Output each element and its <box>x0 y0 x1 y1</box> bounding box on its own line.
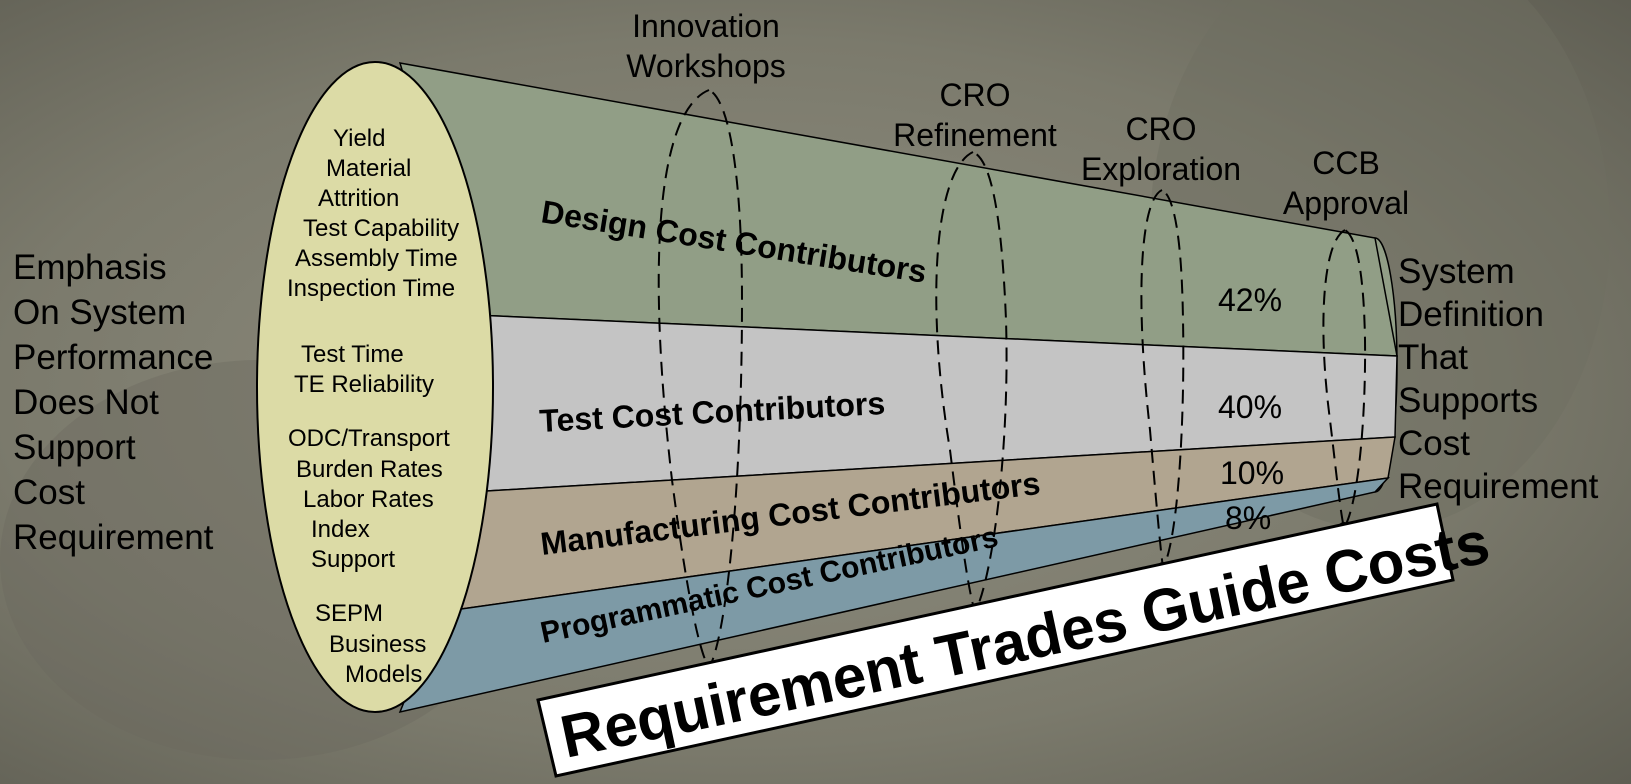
funnel-mouth-ellipse <box>256 61 494 713</box>
contributor-item: Business <box>329 631 426 658</box>
left-caption-line: On System <box>13 293 186 332</box>
left-caption-line: Emphasis <box>13 248 167 287</box>
phase-label-cro-refinement: Refinement <box>893 117 1057 153</box>
phase-loop-ccb-approval <box>1322 228 1367 531</box>
contributor-item: Labor Rates <box>303 486 434 513</box>
phase-label-ccb-approval: CCB <box>1312 145 1380 181</box>
percent-programmatic: 8% <box>1225 500 1271 536</box>
contributor-item: Yield <box>333 125 385 152</box>
contributor-item: ODC/Transport <box>288 425 450 452</box>
contributor-item: Index <box>311 516 370 543</box>
phase-label-cro-exploration: Exploration <box>1081 151 1241 187</box>
contributor-item: Models <box>345 661 422 688</box>
right-caption-line: System <box>1398 252 1515 291</box>
contributor-item: Test Capability <box>303 215 459 242</box>
right-caption-line: Definition <box>1398 295 1544 334</box>
right-caption-line: Requirement <box>1398 467 1599 506</box>
phase-label-innovation: Innovation <box>632 8 780 44</box>
contributor-item: Support <box>311 546 395 573</box>
contributor-item: Test Time <box>301 341 404 368</box>
left-caption-line: Does Not <box>13 383 159 422</box>
phase-label-cro-exploration: CRO <box>1125 111 1196 147</box>
left-caption-line: Support <box>13 428 136 467</box>
right-caption-line: Cost <box>1398 424 1470 463</box>
contributor-item: Burden Rates <box>296 456 443 483</box>
right-caption-line: Supports <box>1398 381 1538 420</box>
contributor-item: Inspection Time <box>287 275 455 302</box>
percent-manufacturing: 10% <box>1220 455 1284 491</box>
phase-label-ccb-approval: Approval <box>1283 185 1409 221</box>
percent-test: 40% <box>1218 389 1282 425</box>
banner-box <box>536 502 1455 778</box>
contributor-item: TE Reliability <box>294 371 434 398</box>
left-caption-line: Performance <box>13 338 213 377</box>
phase-label-cro-refinement: CRO <box>939 77 1010 113</box>
contributor-item: SEPM <box>315 600 383 627</box>
right-caption-line: That <box>1398 338 1468 377</box>
left-caption-line: Requirement <box>13 518 214 557</box>
percent-design: 42% <box>1218 282 1282 318</box>
contributor-item: Attrition <box>318 185 399 212</box>
contributor-item: Assembly Time <box>295 245 458 272</box>
left-caption-line: Cost <box>13 473 85 512</box>
contributor-item: Material <box>326 155 411 182</box>
phase-label-innovation: Workshops <box>626 48 785 84</box>
